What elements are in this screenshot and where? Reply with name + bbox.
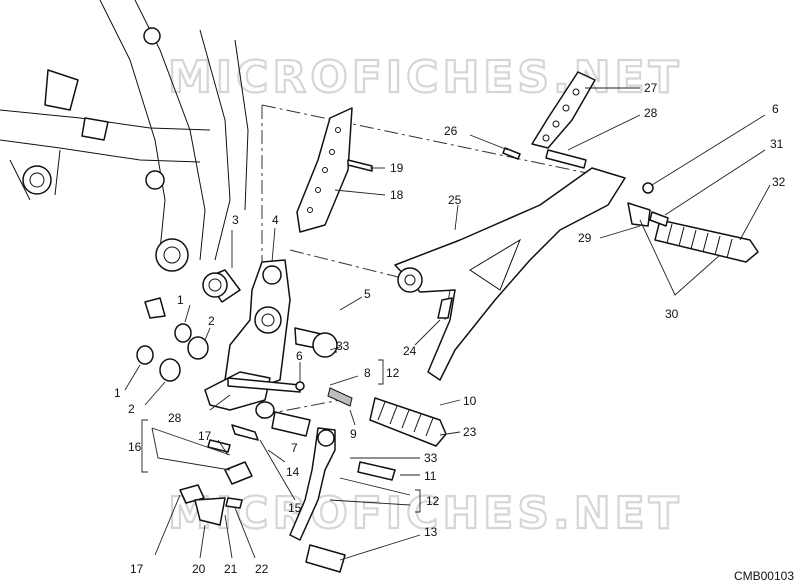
toe-peg-13 bbox=[305, 544, 346, 573]
linkage-rod bbox=[179, 461, 253, 526]
callout-17-lower: 17 bbox=[130, 562, 144, 576]
callout-3: 3 bbox=[232, 213, 239, 227]
callout-8: 8 bbox=[364, 366, 371, 380]
callout-17-upper: 17 bbox=[198, 429, 212, 443]
callout-28: 28 bbox=[644, 106, 658, 120]
spring-9 bbox=[327, 387, 353, 407]
heel-guard-holes-right bbox=[542, 88, 580, 142]
watermark-top: MICROFICHES.NET bbox=[168, 52, 683, 103]
washer-bush-group-upper bbox=[144, 297, 209, 360]
callout-14: 14 bbox=[286, 465, 300, 479]
screw-19 bbox=[347, 159, 373, 172]
callout-1-lower: 1 bbox=[114, 386, 121, 400]
callout-9: 9 bbox=[350, 427, 357, 441]
frame-section bbox=[0, 0, 249, 272]
callout-12-lower: 12 bbox=[426, 494, 440, 508]
heel-guard-left bbox=[296, 107, 353, 233]
callout-4: 4 bbox=[272, 213, 279, 227]
leader-lines bbox=[124, 87, 771, 561]
callout-6-lower: 6 bbox=[296, 349, 303, 363]
callout-33-upper: 33 bbox=[336, 339, 350, 353]
callout-28-lower: 28 bbox=[168, 411, 182, 425]
callout-29: 29 bbox=[578, 231, 592, 245]
callout-15: 15 bbox=[288, 501, 302, 515]
callout-12-upper: 12 bbox=[386, 366, 400, 380]
callout-30: 30 bbox=[665, 307, 679, 321]
rod-8 bbox=[227, 377, 301, 393]
callout-1-upper: 1 bbox=[177, 293, 184, 307]
callout-31: 31 bbox=[770, 137, 784, 151]
watermark-bottom: MICROFICHES.NET bbox=[168, 488, 683, 539]
callout-24: 24 bbox=[403, 344, 417, 358]
callout-23: 23 bbox=[463, 425, 477, 439]
footpeg-grip-left bbox=[377, 401, 434, 437]
shift-lever bbox=[289, 427, 336, 541]
screw-26 bbox=[502, 147, 521, 160]
callout-10: 10 bbox=[463, 394, 477, 408]
callout-20: 20 bbox=[192, 562, 206, 576]
washer-bush-group-lower bbox=[136, 345, 181, 382]
callout-25: 25 bbox=[448, 193, 462, 207]
callout-7: 7 bbox=[291, 441, 298, 455]
nut-6-top bbox=[642, 182, 654, 194]
callout-32: 32 bbox=[772, 175, 786, 189]
bolt-24 bbox=[437, 297, 453, 319]
diagram-code: CMB00103 bbox=[733, 569, 794, 583]
shift-footpeg bbox=[369, 397, 447, 447]
nut-6-lower bbox=[295, 381, 305, 391]
pin-11 bbox=[357, 461, 396, 481]
footrest-bracket bbox=[394, 167, 626, 381]
callout-27: 27 bbox=[644, 81, 658, 95]
footpeg-grip-right bbox=[666, 223, 733, 259]
callout-16: 16 bbox=[128, 440, 142, 454]
callout-21: 21 bbox=[224, 562, 238, 576]
pivot-bolts bbox=[207, 401, 311, 453]
spacer-28 bbox=[545, 149, 587, 169]
callout-22: 22 bbox=[255, 562, 269, 576]
callout-26: 26 bbox=[444, 124, 458, 138]
spring-31 bbox=[649, 211, 669, 227]
callout-2-upper: 2 bbox=[208, 314, 215, 328]
heel-guard-holes-left bbox=[307, 127, 341, 213]
callout-19: 19 bbox=[390, 161, 404, 175]
footpeg-pivot-29 bbox=[627, 202, 651, 227]
callout-5: 5 bbox=[364, 287, 371, 301]
callout-33-lower: 33 bbox=[424, 451, 438, 465]
rider-footpeg bbox=[654, 219, 759, 263]
callout-13: 13 bbox=[424, 525, 438, 539]
callout-labels: 27 28 26 6 31 32 25 29 30 19 18 3 4 5 24… bbox=[114, 81, 786, 576]
callout-11: 11 bbox=[424, 469, 437, 483]
callout-2-lower: 2 bbox=[128, 402, 135, 416]
callout-18: 18 bbox=[390, 188, 404, 202]
callout-6: 6 bbox=[772, 102, 779, 116]
